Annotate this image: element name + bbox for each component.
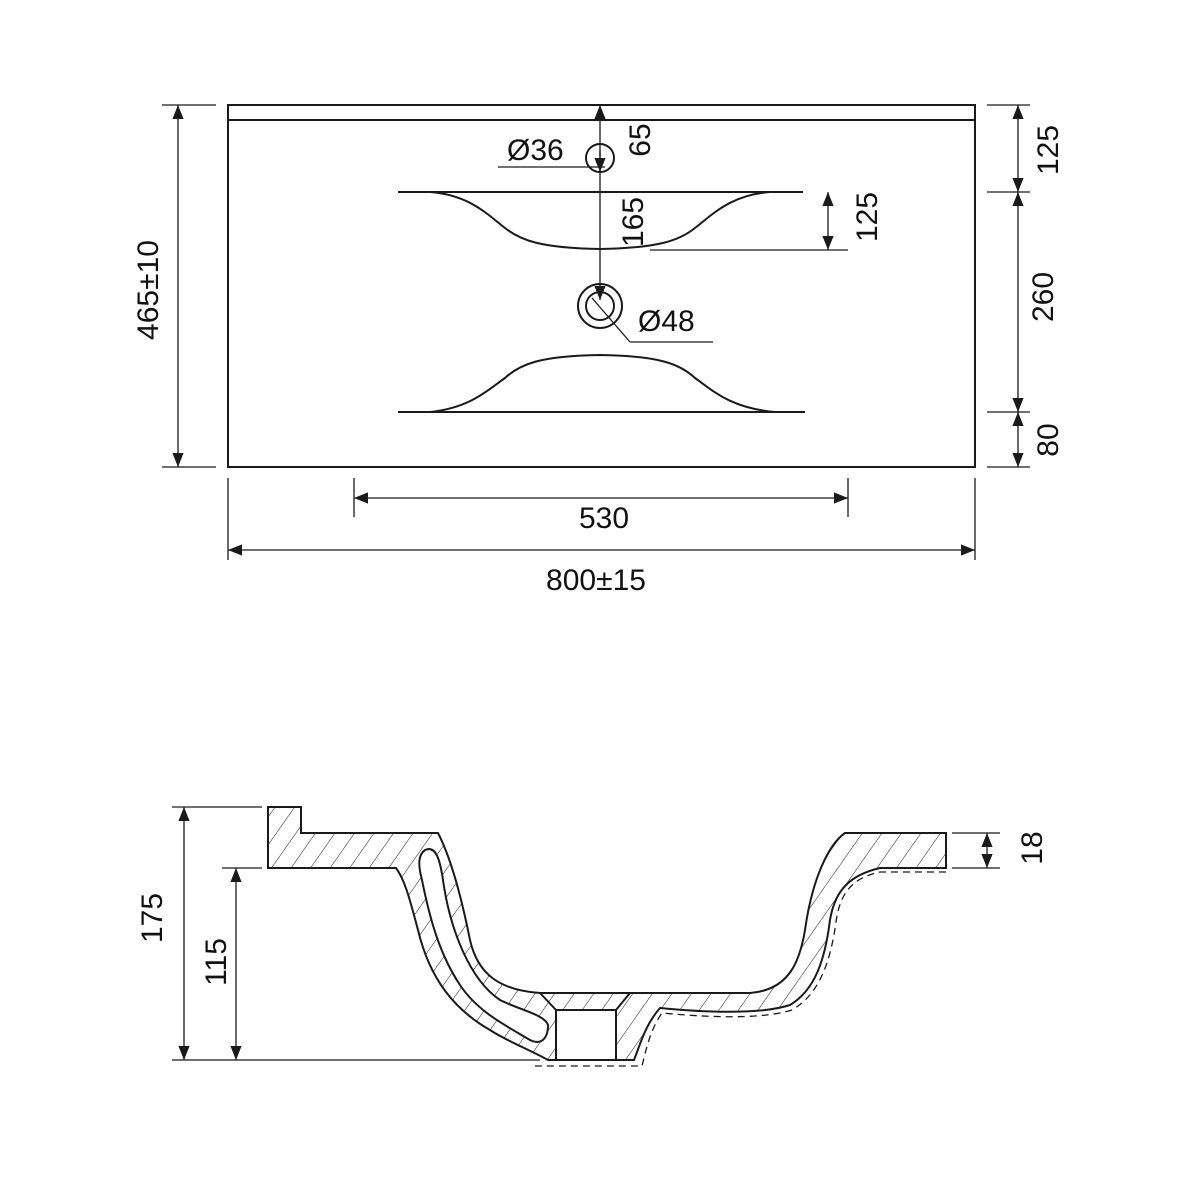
total-height-label: 175 — [136, 893, 169, 943]
back-edge-depth-label: 125 — [1032, 125, 1065, 175]
overall-width-label: 800±15 — [546, 564, 646, 597]
bowl-curve-depth-label: 125 — [851, 192, 884, 242]
overall-depth-label: 465±10 — [132, 240, 165, 340]
tap-hole-diameter-label: Ø36 — [507, 134, 564, 167]
front-edge-depth-label: 80 — [1032, 423, 1065, 456]
drain-block — [555, 1009, 617, 1061]
top-view: Ø36 65 165 125 Ø48 465±10 125 260 80 530… — [132, 104, 1065, 597]
overflow-channel — [418, 848, 550, 1043]
drain-diameter-label: Ø48 — [638, 305, 695, 338]
tap-from-back-label: 65 — [624, 123, 657, 156]
drain-taper-right — [615, 992, 631, 1011]
bowl-depth-label: 260 — [1027, 272, 1060, 322]
underside-dashed-contour — [535, 871, 946, 1067]
bowl-lower-contour — [398, 353, 805, 413]
bowl-width-label: 530 — [579, 502, 629, 535]
section-view: 175 115 18 — [136, 806, 1049, 1067]
tap-to-drain-label: 165 — [617, 197, 650, 247]
drain-diameter-leader — [591, 297, 631, 343]
body-height-label: 115 — [200, 938, 233, 986]
drain-taper-left — [539, 992, 557, 1011]
rim-thickness-label: 18 — [1016, 831, 1049, 864]
